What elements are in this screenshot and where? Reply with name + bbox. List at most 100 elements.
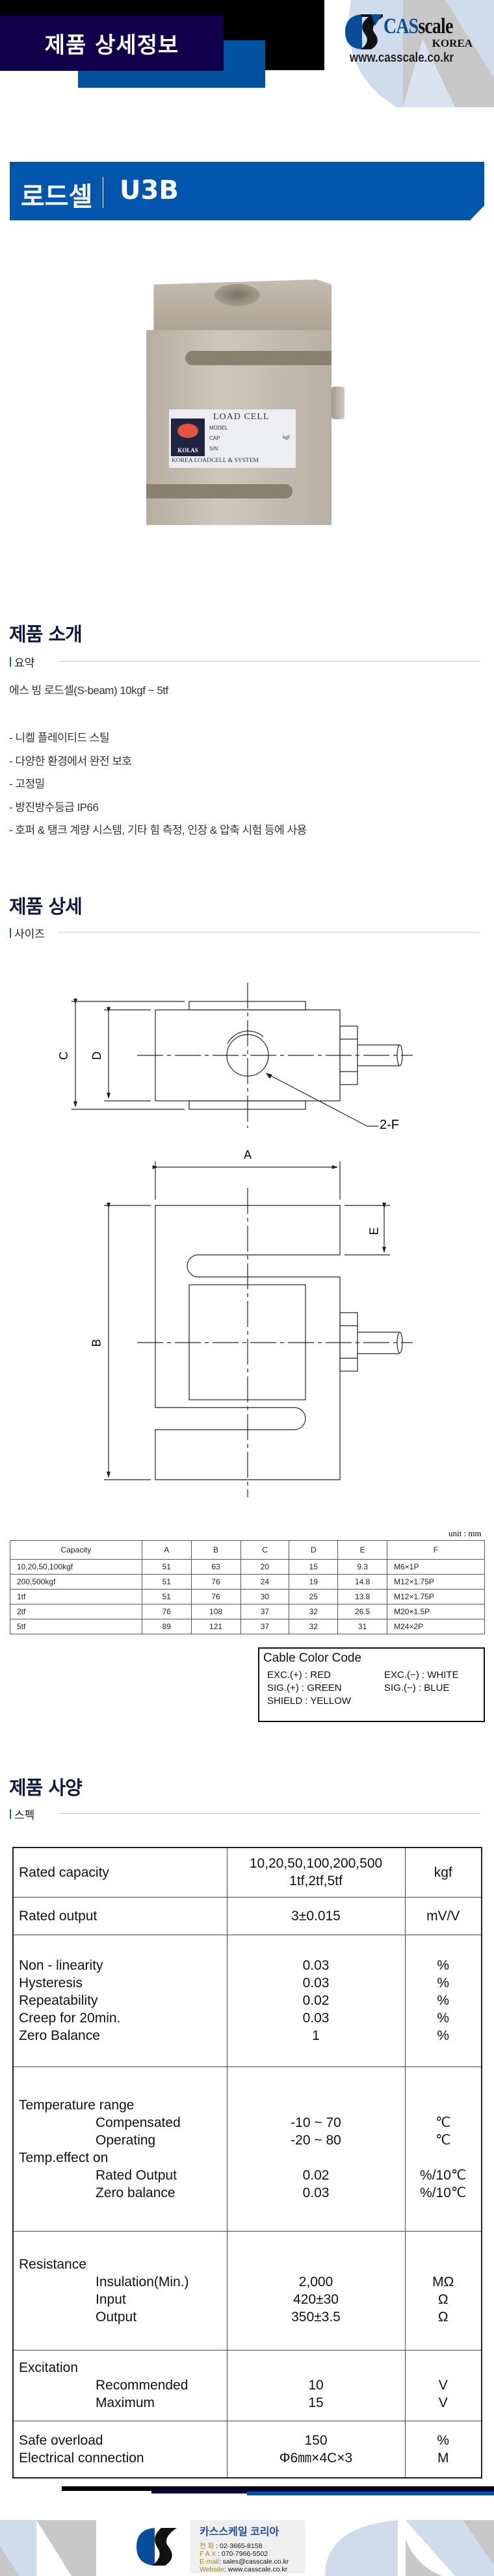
footer-contact-value[interactable]: sales@casscale.co.kr: [222, 2558, 289, 2566]
dimension-table-cell: 19: [289, 1574, 339, 1590]
spec-unit: %: [437, 1993, 450, 2008]
spec-value: [228, 2096, 405, 2114]
cable-color-entry: EXC.(+) : RED: [267, 1669, 331, 1681]
product-photo: KOLAS LOAD CELL MODEL CAP kgf S/N KOREA …: [140, 276, 344, 562]
spec-subheading: 스펙: [10, 1807, 34, 1822]
spec-label: Hysteresis: [19, 1976, 83, 1990]
spec-unit: MΩ: [432, 2274, 454, 2289]
dimension-table-cell: 1tf: [10, 1589, 142, 1604]
dimension-table-cell: 20: [240, 1559, 290, 1575]
spec-unit: V: [438, 2378, 448, 2393]
dimension-table-cell: 5tf: [10, 1619, 142, 1634]
spec-label: Zero Balance: [19, 2028, 100, 2043]
kolas-logo-icon: [177, 424, 198, 438]
intro-bullet-item: - 니켈 플레이티드 스틸: [9, 732, 110, 744]
subheading-bar: [10, 656, 11, 667]
footer-bar-black: [62, 2486, 494, 2491]
spec-value: 0.02: [302, 1993, 330, 2008]
dimension-table-cell: 2tf: [10, 1604, 142, 1619]
spec-value: 0.02: [302, 2167, 330, 2183]
photo-cable-gland: [332, 387, 344, 419]
dimension-table-cell: 32: [289, 1619, 339, 1634]
dimension-table-header-cell: E: [337, 1540, 388, 1560]
spec-unit: Ω: [437, 2291, 448, 2307]
spec-unit-cell: %M: [404, 2420, 482, 2479]
spec-label: Rated output: [19, 1908, 98, 1924]
footer-contact-sep: :: [216, 2550, 222, 2558]
spec-label: Input: [96, 2291, 126, 2307]
spec-value: [228, 2359, 405, 2376]
dimension-table-header-cell: B: [190, 1540, 241, 1560]
photo-slot-bottom: [146, 484, 292, 498]
divider: [58, 1813, 480, 1814]
dimension-table-cell: 15: [289, 1559, 339, 1575]
spec-value: 0.03: [302, 1958, 330, 1973]
spec-label: Temperature range: [19, 2097, 135, 2113]
intro-bullet-item: - 고정밀: [9, 778, 45, 791]
logo-brand-scale: scale: [418, 14, 453, 38]
footer-contact-row: 전 화 : 02-3665-8158: [200, 2542, 305, 2550]
spec-unit: %: [437, 1976, 450, 1990]
spec-label: Safe overload: [19, 2432, 103, 2448]
footer-company: 카스스케일 코리아: [200, 2527, 280, 2538]
spec-label-cell: Rated capacity: [12, 1847, 228, 1898]
spec-value: 350±3.5: [291, 2309, 341, 2325]
spec-label: Non - linearity: [19, 1958, 103, 1973]
spec-label-cell: Rated output: [12, 1896, 228, 1935]
spec-value: -20 ~ 80: [291, 2132, 341, 2148]
cable-color-entry: SHIELD : YELLOW: [267, 1695, 351, 1707]
dimension-table-cell: 31: [337, 1619, 388, 1634]
spec-value: 150: [304, 2432, 328, 2448]
drawing-top-view: [72, 983, 413, 1128]
dimension-table-header-cell: Capacity: [10, 1540, 142, 1560]
spec-unit: kgf: [434, 1864, 452, 1880]
footer-contact-key: 전 화: [200, 2542, 214, 2550]
spec-value: 10: [308, 2378, 324, 2393]
logo-url-link[interactable]: www.casscale.co.kr: [350, 51, 454, 65]
spec-unit: %: [437, 2028, 450, 2043]
dimension-table-cell: 14.8: [337, 1574, 388, 1590]
dimension-table-header-cell: C: [240, 1540, 290, 1560]
dimension-table-cell: 121: [190, 1619, 241, 1634]
intro-subheading-label: 요약: [14, 656, 35, 669]
photo-label-plate: KOLAS LOAD CELL MODEL CAP kgf S/N KOREA …: [169, 409, 296, 468]
footer-contact-row: Website: www.casscale.co.kr: [200, 2566, 305, 2573]
spec-heading: 제품 사양: [9, 1777, 83, 1799]
spec-value: Φ6㎜×4C×3: [279, 2450, 353, 2466]
dimension-table-cell: 200,500kgf: [10, 1574, 142, 1590]
cable-title: Cable Color Code: [263, 1651, 362, 1665]
dimension-table-cell: 51: [141, 1574, 192, 1590]
intro-subheading: 요약: [10, 654, 34, 669]
cas-logo-icon: [345, 14, 383, 49]
spec-unit: %: [437, 2432, 450, 2448]
dimension-table-cell: 9.3: [337, 1559, 388, 1575]
spec-unit-cell: kgf: [404, 1847, 482, 1898]
intro-bullet-item: - 호퍼 & 탱크 계량 시스템, 기타 힘 측정, 인장 & 압축 시험 등에…: [9, 824, 307, 837]
dimension-table-cell: 24: [240, 1574, 290, 1590]
dim-label-2f: 2-F: [380, 1118, 399, 1132]
dim-label-e: E: [367, 1227, 381, 1235]
product-category: 로드셀: [21, 182, 93, 212]
dimension-table-cell: 26.5: [337, 1604, 388, 1619]
detail-subheading: 사이즈: [10, 925, 45, 940]
footer-contact-value[interactable]: www.casscale.co.kr: [228, 2566, 288, 2573]
footer-bar-blue: [247, 2492, 494, 2495]
spec-label: Rated capacity: [19, 1864, 109, 1880]
spec-value: [228, 2149, 405, 2167]
spec-label: Rated Output: [96, 2167, 177, 2183]
spec-value: 15: [308, 2395, 324, 2410]
spec-label: Operating: [96, 2132, 156, 2148]
plate-sn: S/N: [209, 446, 218, 452]
intro-bullet-item: - 방진방수등급 IP66: [9, 801, 99, 814]
